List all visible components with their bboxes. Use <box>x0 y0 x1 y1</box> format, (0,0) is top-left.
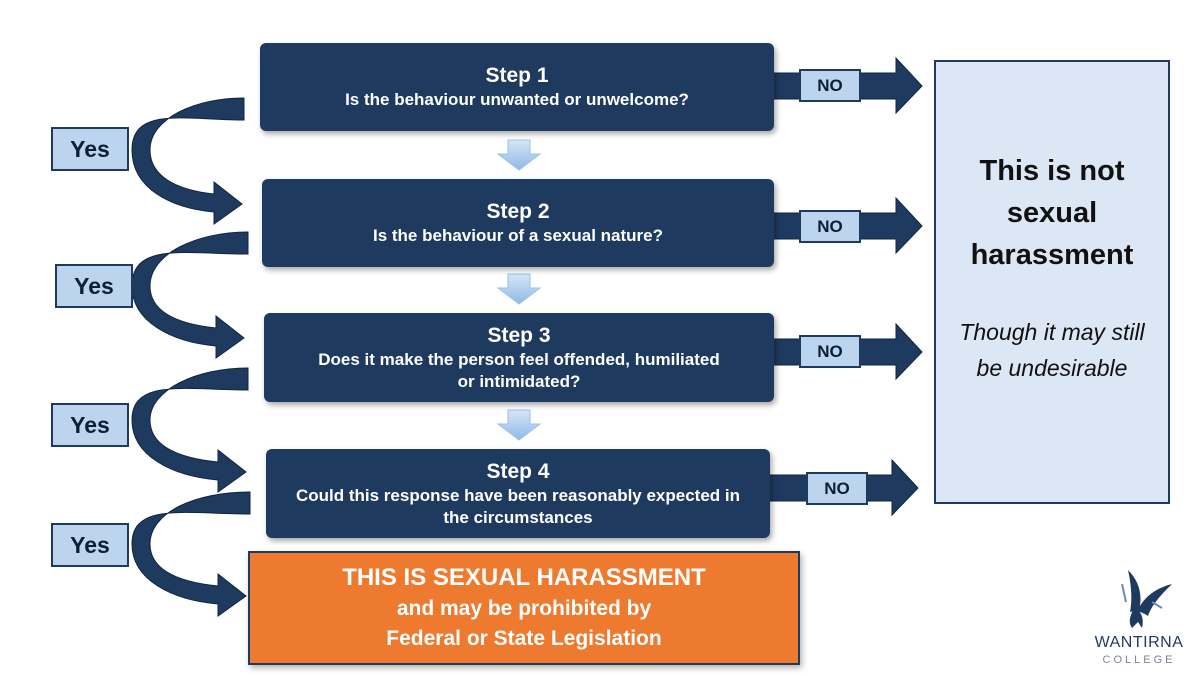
not-harassment-note: Though it may still be undesirable <box>959 319 1145 381</box>
step-1-question: Is the behaviour unwanted or unwelcome? <box>345 90 689 109</box>
no-label-2: NO <box>799 210 861 243</box>
no-label-4: NO <box>806 472 868 505</box>
bird-icon <box>1121 570 1172 628</box>
step-1-box: Step 1 Is the behaviour unwanted or unwe… <box>260 43 774 131</box>
harassment-box: THIS IS SEXUAL HARASSMENT and may be pro… <box>248 551 800 665</box>
logo-name: WANTIRNA <box>1094 634 1184 651</box>
step-3-question: Does it make the person feel offended, h… <box>318 349 720 391</box>
curved-arrow-yes-2 <box>131 231 249 359</box>
step-1-title: Step 1 <box>485 64 549 87</box>
step-4-box: Step 4 Could this response have been rea… <box>266 449 770 538</box>
curved-arrow-yes-1 <box>131 97 245 225</box>
step-4-question: Could this response have been reasonably… <box>295 485 741 527</box>
down-arrow-3 <box>496 409 542 441</box>
yes-label-4: Yes <box>51 523 129 567</box>
down-arrow-2 <box>496 273 542 305</box>
college-logo: WANTIRNA COLLEGE <box>1082 562 1196 672</box>
not-harassment-box: This is not sexual harassment Though it … <box>934 60 1170 504</box>
harassment-line-1: and may be prohibited by <box>396 597 652 620</box>
step-3-title: Step 3 <box>487 323 551 347</box>
curved-arrow-yes-4 <box>131 491 251 617</box>
not-harassment-title: This is not sexual harassment <box>970 155 1134 271</box>
step-2-box: Step 2 Is the behaviour of a sexual natu… <box>262 179 774 267</box>
curved-arrow-yes-3 <box>131 367 249 493</box>
no-label-3: NO <box>799 335 861 368</box>
no-label-1: NO <box>799 69 861 102</box>
yes-label-1: Yes <box>51 127 129 171</box>
harassment-line-2: Federal or State Legislation <box>386 627 662 650</box>
step-2-question: Is the behaviour of a sexual nature? <box>372 226 664 245</box>
logo-sub: COLLEGE <box>1102 654 1176 666</box>
step-3-box: Step 3 Does it make the person feel offe… <box>264 313 774 402</box>
harassment-title: THIS IS SEXUAL HARASSMENT <box>342 564 706 591</box>
step-4-title: Step 4 <box>486 459 550 483</box>
yes-label-2: Yes <box>55 264 133 308</box>
yes-label-3: Yes <box>51 403 129 447</box>
down-arrow-1 <box>496 139 542 171</box>
step-2-title: Step 2 <box>486 200 550 223</box>
